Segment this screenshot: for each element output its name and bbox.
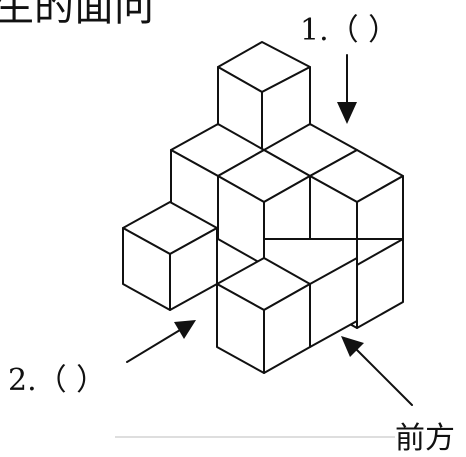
label-view-1: 1.（ ） xyxy=(300,13,398,48)
cube-stack xyxy=(122,41,404,374)
cube-front xyxy=(216,257,358,374)
arrow-front xyxy=(341,336,413,406)
front-label: 前方 xyxy=(395,421,455,456)
label-view-2: 2.（ ） xyxy=(8,363,106,398)
cube-bottom-left xyxy=(122,201,218,311)
arrow-view-1 xyxy=(337,54,357,124)
title-fragment: 生的面问 xyxy=(0,0,154,30)
arrow-view-2 xyxy=(126,320,196,363)
